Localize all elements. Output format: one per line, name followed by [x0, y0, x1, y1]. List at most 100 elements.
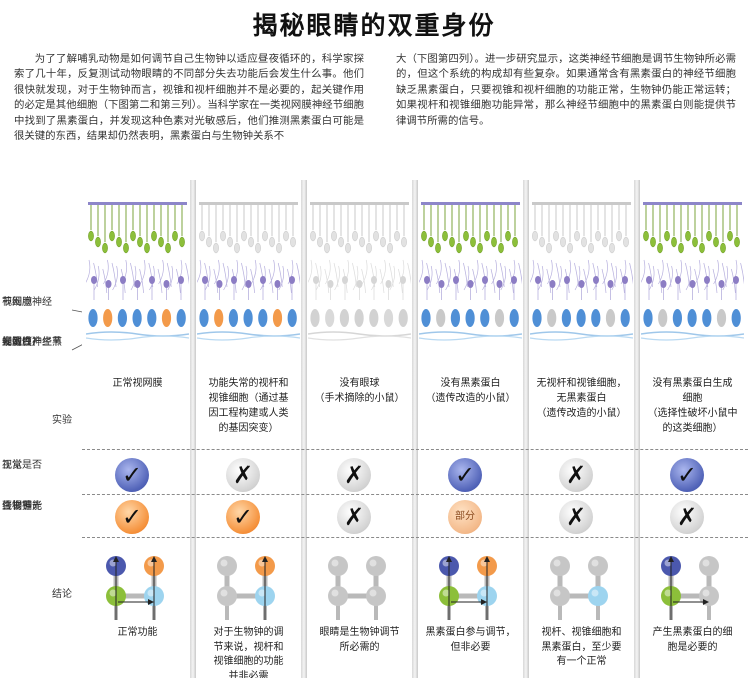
row-divider: [82, 449, 748, 450]
pathway-diagram: [661, 556, 719, 620]
text-line: 功能失常的视杆和: [208, 378, 289, 389]
retina-illustration: [641, 200, 744, 350]
cross-mark-icon: ✗: [343, 503, 365, 531]
text-line: 有一个正常: [556, 656, 607, 667]
text-line: 因工程构建或人类: [208, 408, 289, 419]
text-line: （选择性破坏小鼠中: [647, 408, 738, 419]
vision-result-badge: ✗: [559, 458, 593, 492]
experiment-description: 正常视网膜: [86, 376, 189, 391]
experiment-column: 没有眼球（手术摘除的小鼠） ✗ ✗ 眼睛是生物钟调节所必需的: [304, 180, 415, 678]
row-divider: [82, 494, 748, 495]
text-line: 节来说，视杆和: [213, 641, 284, 653]
vision-result-badge: ✗: [337, 458, 371, 492]
vision-result-badge: ✓: [670, 458, 704, 492]
text-line: 没有黑素蛋白: [440, 378, 501, 389]
conclusion-text: 对于生物钟的调节来说，视杆和视锥细胞的功能并非必需: [197, 626, 300, 678]
page-title: 揭秘眼睛的双重身份: [252, 11, 496, 40]
text-line: 无黑素蛋白: [556, 393, 607, 404]
text-line: 视杆、视锥细胞和: [541, 627, 622, 638]
experiment-column: 没有黑素蛋白生成细胞 （选择性破坏小鼠中的这类细胞） ✓ ✗ 产生黑素蛋白的细胞是必要的: [637, 180, 748, 678]
retina-illustration: [86, 200, 189, 350]
pathway-diagram: [328, 556, 386, 620]
text-line: 素蛋白）: [2, 337, 42, 348]
text-line: （遗传改造的小鼠）: [536, 408, 627, 419]
pathway-diagram: [217, 556, 275, 620]
label-conclusion: 结论: [52, 589, 72, 600]
cross-mark-icon: ✗: [232, 461, 254, 489]
text-line: 对于生物钟的调: [213, 627, 284, 638]
circadian-result-badge: ✗: [670, 500, 704, 534]
conclusion-text: 黑素蛋白参与调节， 但非必要: [419, 626, 522, 655]
experiment-column: 功能失常的视杆和视锥细胞（通过基因工程构建或人类的基因突变） ✗ ✓ 对于生物钟的调节…: [193, 180, 304, 678]
check-mark-icon: ✓: [232, 503, 254, 531]
text-line: 细胞（产生黑: [2, 337, 62, 348]
comparison-grid: 正常视网膜 ✓ ✓ 正常功能 功能失常的视杆和视锥细胞（通过基因工程构建或人类的基因突变…: [82, 180, 748, 678]
text-line: 正常: [2, 460, 22, 471]
text-line: 线调节: [2, 501, 32, 512]
text-line: 正常视网膜: [112, 378, 163, 389]
text-line: 否根据光: [2, 501, 42, 512]
pathway-diagram: [439, 556, 497, 620]
check-mark-icon: ✓: [121, 503, 143, 531]
text-line: 黑素蛋白参与调节，: [425, 627, 516, 638]
conclusion-text: 眼睛是生物钟调节所必需的: [308, 626, 411, 655]
text-line: 节细胞: [2, 297, 32, 308]
retina-illustration: [197, 200, 300, 350]
circadian-result-badge: ✓: [115, 500, 149, 534]
circadian-result-badge: ✓: [226, 500, 260, 534]
experiment-description: 没有眼球（手术摘除的小鼠）: [308, 376, 411, 406]
experiment-description: 没有黑素蛋白（遗传改造的小鼠）: [419, 376, 522, 406]
column-separator: [523, 180, 529, 678]
experiment-column: 无视杆和视锥细胞， 无黑素蛋白 （遗传改造的小鼠） ✗ ✗ 视杆、视锥细胞和黑素蛋白，至少…: [526, 180, 637, 678]
check-mark-icon: ✓: [121, 461, 143, 489]
text-line: 视锥细胞（通过基: [208, 393, 289, 404]
experiment-column: 正常视网膜 ✓ ✓ 正常功能: [82, 180, 193, 678]
intro-text-right: 大（下图第四列）。进一步研究显示，这类神经节细胞是调节生物钟所必需的，但这个系统…: [396, 53, 736, 127]
text-line: 生物钟能: [2, 501, 42, 512]
pathway-diagram: [550, 556, 608, 620]
column-separator: [412, 180, 418, 678]
text-line: 视觉是否: [2, 460, 42, 471]
column-separator: [190, 180, 196, 678]
cross-mark-icon: ✗: [343, 461, 365, 489]
text-line: 黑素蛋白，至少要: [541, 641, 622, 653]
vision-result-badge: ✗: [226, 458, 260, 492]
text-line: 所必需的: [339, 641, 380, 653]
column-separator: [301, 180, 307, 678]
retina-illustration: [419, 200, 522, 350]
intro-text-left: 为了了解哺乳动物是如何调节自己生物钟以适应昼夜循环的，科学家探索了几十年，反复测…: [14, 53, 364, 143]
retina-illustration: [308, 200, 411, 350]
cross-mark-icon: ✗: [565, 503, 587, 531]
experiment-description: 没有黑素蛋白生成细胞 （选择性破坏小鼠中的这类细胞）: [641, 376, 744, 436]
text-line: 无视杆和视锥细胞，: [536, 378, 627, 389]
conclusion-text: 正常功能: [86, 626, 189, 641]
text-line: 并非必需: [228, 670, 269, 678]
row-divider: [82, 537, 748, 538]
text-line: 视锥细胞的功能: [213, 656, 284, 667]
check-mark-icon: ✓: [454, 461, 476, 489]
text-line: （手术摘除的小鼠）: [314, 393, 405, 404]
text-line: 光敏性: [2, 337, 32, 348]
conclusion-text: 产生黑素蛋白的细胞是必要的: [641, 626, 744, 655]
text-line: 但非必要: [450, 641, 491, 653]
check-mark-icon: ✓: [676, 461, 698, 489]
text-line: 产生黑素蛋白的细: [652, 627, 733, 638]
text-line: 的这类细胞）: [662, 423, 723, 434]
text-line: 眼睛是生物钟调节: [319, 627, 400, 638]
vision-result-badge: ✓: [448, 458, 482, 492]
text-line: 没有黑素蛋白生成: [652, 378, 733, 389]
column-separator: [634, 180, 640, 678]
circadian-result-badge: ✗: [559, 500, 593, 534]
text-line: 胞是必要的: [667, 641, 718, 653]
experiment-description: 功能失常的视杆和视锥细胞（通过基因工程构建或人类的基因突变）: [197, 376, 300, 436]
partial-badge: 部分: [455, 511, 475, 522]
text-line: 的基因突变）: [218, 423, 279, 434]
text-line: 视网膜神经节: [2, 337, 62, 348]
circadian-result-badge: 部分: [448, 500, 482, 534]
cross-mark-icon: ✗: [676, 503, 698, 531]
pathway-diagram: [106, 556, 164, 620]
retina-illustration: [530, 200, 633, 350]
conclusion-text: 视杆、视锥细胞和黑素蛋白，至少要有一个正常: [530, 626, 633, 670]
text-line: 正常功能: [117, 627, 158, 638]
text-line: 细胞: [682, 393, 703, 404]
